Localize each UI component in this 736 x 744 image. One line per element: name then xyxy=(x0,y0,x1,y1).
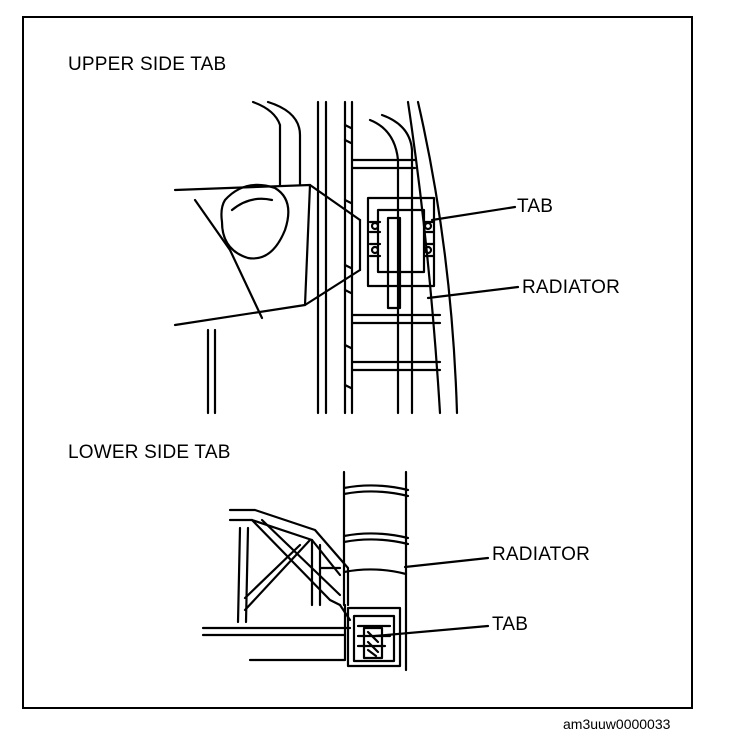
upper-radiator-label: RADIATOR xyxy=(522,277,621,298)
figure-frame xyxy=(22,16,693,709)
figure-code: am3uuw0000033 xyxy=(563,716,671,732)
lower-section-title: LOWER SIDE TAB xyxy=(68,442,231,463)
lower-tab-label: TAB xyxy=(492,614,529,635)
upper-section-title: UPPER SIDE TAB xyxy=(68,54,227,75)
upper-tab-label: TAB xyxy=(517,196,554,217)
upper-side-tab-illustration xyxy=(173,100,520,415)
lower-radiator-label: RADIATOR xyxy=(492,544,591,565)
lower-side-tab-illustration xyxy=(201,470,490,672)
